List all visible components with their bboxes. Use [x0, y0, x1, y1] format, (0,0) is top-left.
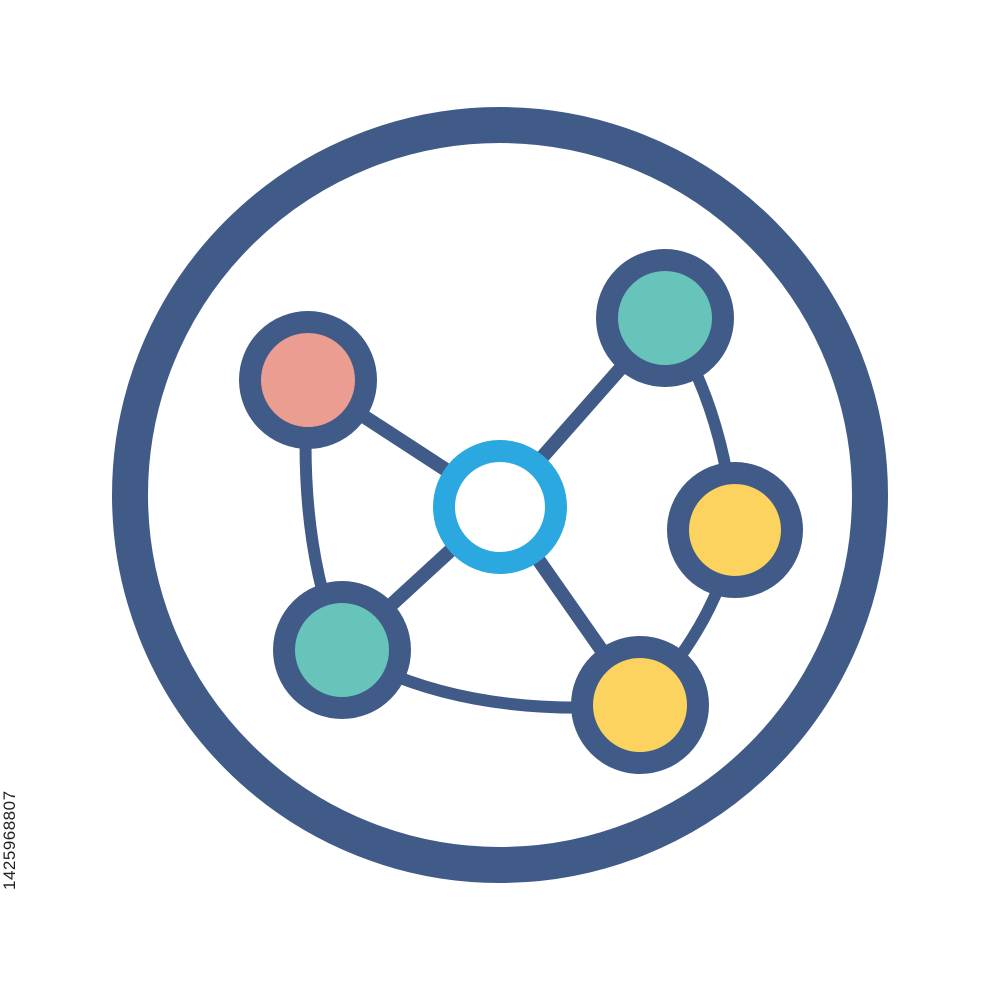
central-hub-node [433, 440, 567, 574]
teal-node-left [273, 581, 411, 719]
yellow-node-bottom [571, 636, 709, 774]
teal-node-top [596, 249, 734, 387]
salmon-node [239, 311, 377, 449]
outer-ring [112, 107, 888, 883]
yellow-node-right [667, 462, 803, 598]
stock-id-watermark: 1425968807 [0, 790, 19, 890]
